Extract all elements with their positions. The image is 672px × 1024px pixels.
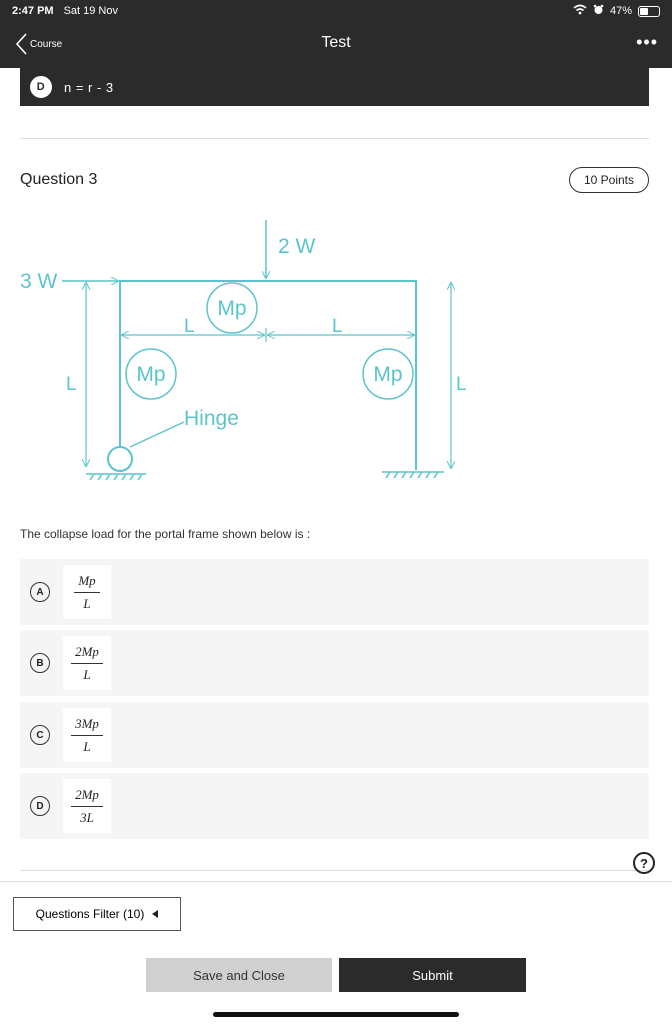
hinge-label: Hinge xyxy=(184,407,239,430)
divider xyxy=(20,870,649,871)
status-right: 47% xyxy=(573,4,660,18)
load-side-label: 3 W xyxy=(20,270,58,293)
hinge-pointer xyxy=(129,421,185,448)
option-letter: D xyxy=(30,796,50,816)
filter-label: Questions Filter (10) xyxy=(35,907,145,921)
footer-divider xyxy=(0,881,672,882)
hinge-support xyxy=(107,446,133,472)
height-left-label: L xyxy=(66,374,77,395)
question-text: The collapse load for the portal frame s… xyxy=(20,527,311,541)
fraction-denominator: L xyxy=(83,595,91,611)
help-icon[interactable]: ? xyxy=(633,852,655,874)
fraction-numerator: Mp xyxy=(74,573,100,593)
status-bar: 2:47 PM Sat 19 Nov 47% xyxy=(0,0,672,22)
option-b[interactable]: B 2Mp L xyxy=(20,630,649,696)
alarm-icon xyxy=(593,4,604,18)
fraction-denominator: 3L xyxy=(80,809,94,825)
option-a[interactable]: A Mp L xyxy=(20,559,649,625)
submit-button[interactable]: Submit xyxy=(339,958,526,992)
save-and-close-button[interactable]: Save and Close xyxy=(146,958,332,992)
option-fraction: 2Mp 3L xyxy=(63,779,111,833)
points-badge: 10 Points xyxy=(568,167,649,193)
fraction-numerator: 2Mp xyxy=(71,644,103,664)
option-letter: B xyxy=(30,653,50,673)
portal-frame-diagram: 2 W 3 W L L L L Mp Mp Mp Hinge xyxy=(20,220,467,481)
question-title: Question 3 xyxy=(20,171,98,188)
option-letter: D xyxy=(30,76,52,98)
mp-left-label: Mp xyxy=(136,363,165,386)
mp-top-label: Mp xyxy=(217,297,246,320)
more-icon[interactable]: ••• xyxy=(636,32,658,52)
nav-bar: Course Test ••• xyxy=(0,22,672,68)
option-fraction: 3Mp L xyxy=(63,708,111,762)
questions-filter-button[interactable]: Questions Filter (10) xyxy=(13,897,181,931)
span-right-label: L xyxy=(332,316,343,337)
fraction-numerator: 2Mp xyxy=(71,787,103,807)
option-fraction: 2Mp L xyxy=(63,636,111,690)
fraction-denominator: L xyxy=(83,738,91,754)
status-time: 2:47 PM xyxy=(12,5,54,17)
option-letter: C xyxy=(30,725,50,745)
divider xyxy=(20,138,649,139)
frame-members xyxy=(119,280,417,470)
option-text: n = r - 3 xyxy=(64,79,114,95)
caret-left-icon xyxy=(152,910,159,918)
fraction-denominator: L xyxy=(83,666,91,682)
previous-question-option[interactable]: D n = r - 3 xyxy=(20,68,649,106)
ground-hatch xyxy=(86,471,444,481)
option-d[interactable]: D 2Mp 3L xyxy=(20,773,649,839)
battery-icon xyxy=(638,5,660,17)
status-date: Sat 19 Nov xyxy=(63,5,118,17)
option-fraction: Mp L xyxy=(63,565,111,619)
chevron-left-icon xyxy=(15,33,27,55)
back-label: Course xyxy=(30,38,63,50)
mp-right-label: Mp xyxy=(373,363,402,386)
home-indicator xyxy=(213,1012,459,1017)
span-left-label: L xyxy=(184,316,195,337)
page-title: Test xyxy=(321,34,351,51)
wifi-icon xyxy=(573,4,587,18)
battery-percent: 47% xyxy=(609,5,632,17)
option-c[interactable]: C 3Mp L xyxy=(20,702,649,768)
load-top-label: 2 W xyxy=(278,235,316,258)
option-letter: A xyxy=(30,582,50,602)
fraction-numerator: 3Mp xyxy=(71,716,103,736)
height-right-label: L xyxy=(456,374,467,395)
back-button[interactable]: Course xyxy=(14,32,62,56)
